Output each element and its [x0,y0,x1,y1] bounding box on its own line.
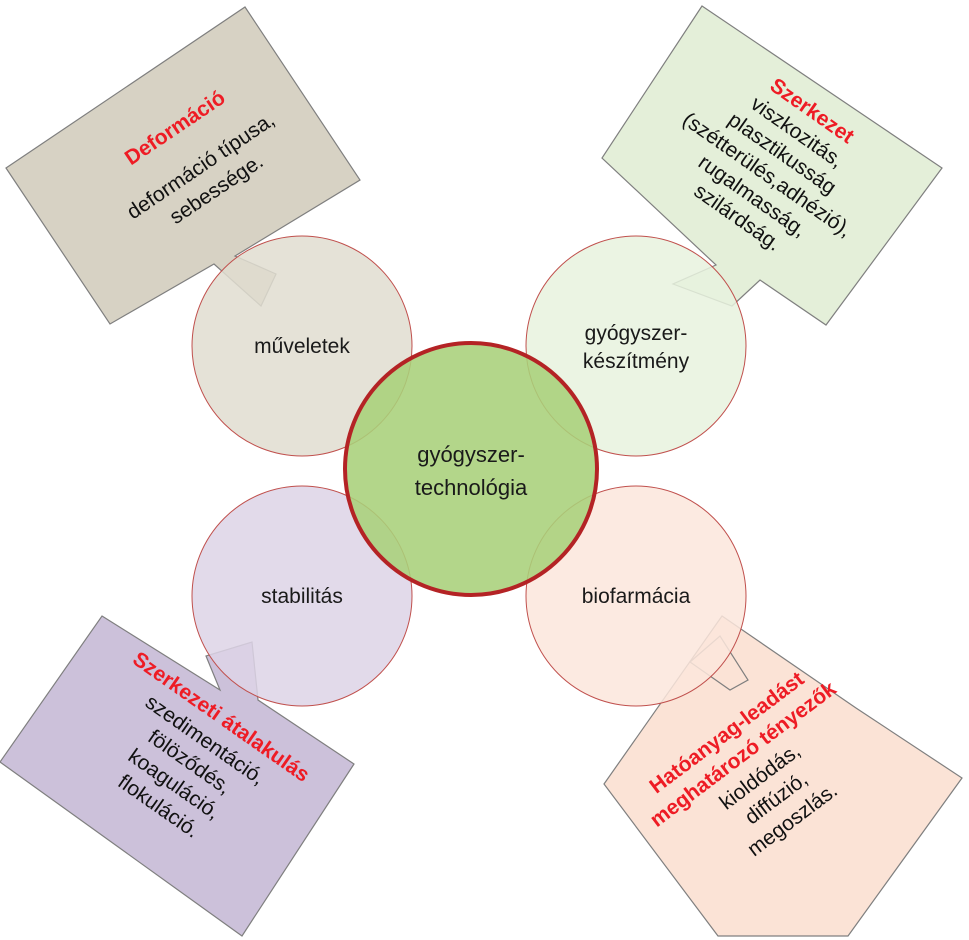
circle-biofarmacia [525,485,747,707]
callout-atalakulas-box [0,615,355,937]
circle-center-outline [343,341,599,597]
label-stabilitas: stabilitás [261,585,343,608]
label-center-2: technológia [415,475,528,500]
label-biofarmacia: biofarmácia [582,585,691,608]
callout-atalakulas: Szerkezeti átalakulás szedimentáció, föl… [0,615,355,937]
label-keszitmeny-2: készítmény [583,350,690,373]
circle-stabilitas [191,485,413,707]
label-center-1: gyógyszer- [417,442,525,467]
circle-muveletek [191,235,413,457]
label-muveletek: műveletek [254,335,350,358]
circle-keszitmeny [525,235,747,457]
label-keszitmeny-1: gyógyszer- [585,322,688,345]
callout-deformacio: Deformáció deformáció típusa, sebessége. [5,6,361,325]
circle-center [345,343,597,595]
